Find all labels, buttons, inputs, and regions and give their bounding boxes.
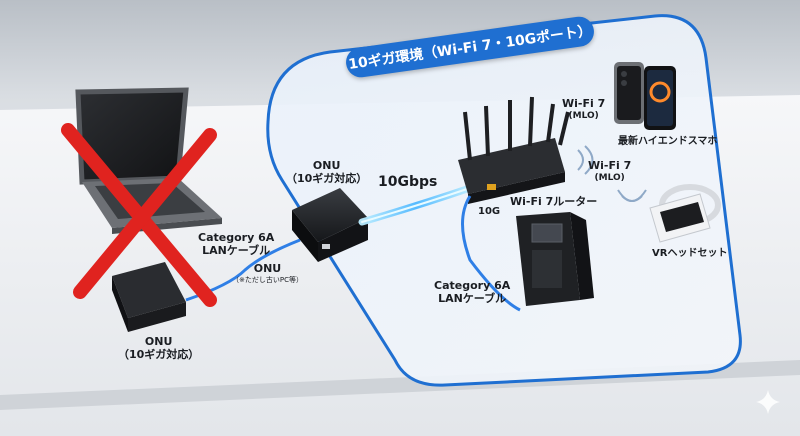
wifi-waves-vr [617,189,647,202]
old-pc-label: ONU （※ただし古いPC等） [232,262,303,284]
new-cable-label: Category 6A LANケーブル [434,279,511,305]
old-onu-label: ONU （10ギガ対応） [118,335,200,361]
new-onu-label: ONU （10ギガ対応） [286,159,368,185]
old-onu-device [112,262,186,332]
smartphone [614,62,676,130]
vr-wifi-label: Wi-Fi 7 (MLO) [588,159,632,183]
port-label: 10G [478,206,501,217]
new-onu-device [292,188,368,262]
wifi7-router [458,96,570,204]
phone-label: 最新ハイエンドスマホ [618,136,718,147]
router-label: Wi-Fi 7ルーター [510,195,598,208]
cross-mark [61,123,217,307]
wifi-waves-phone [577,145,594,175]
link-speed-label: 10Gbps [378,174,438,190]
phone-wifi-label: Wi-Fi 7 (MLO) [562,97,606,121]
desktop-pc [516,212,594,306]
sparkle-icon [756,390,780,414]
vr-label: VRヘッドセット [652,248,728,259]
router-pc-cable [461,195,521,312]
old-cable-label: Category 6A LANケーブル [198,231,275,257]
vr-headset [649,184,721,243]
